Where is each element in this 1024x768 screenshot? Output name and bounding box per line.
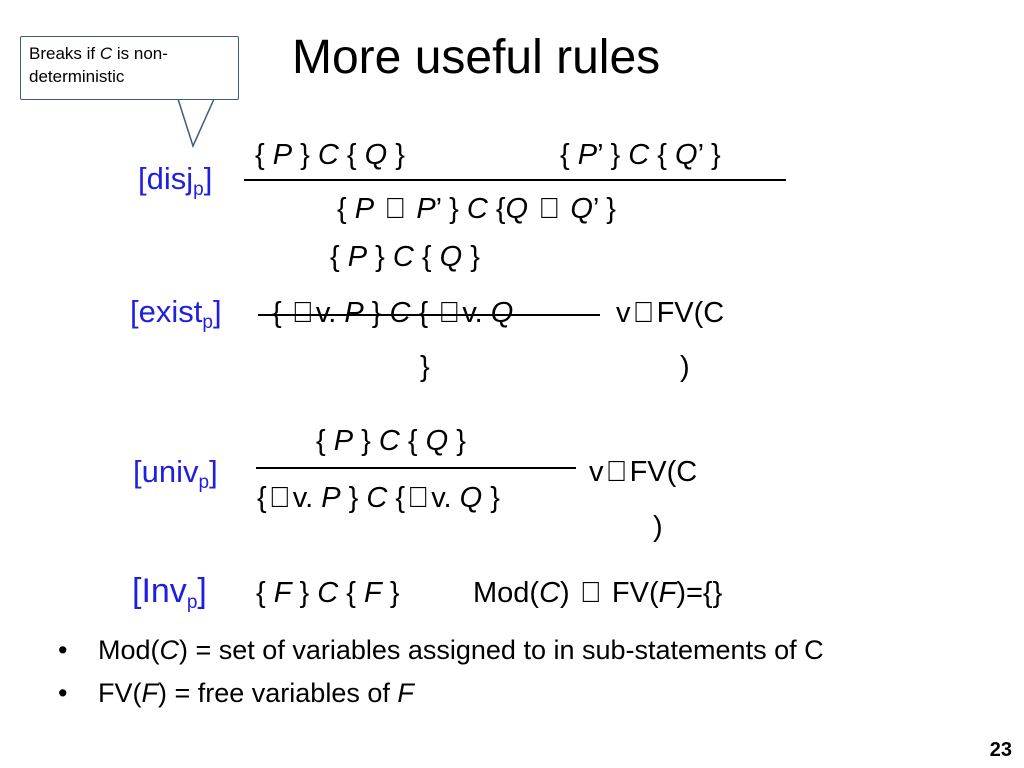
bullet-mod: • Mod(C) = set of variables assigned to i… xyxy=(58,633,824,667)
rule-univ-side-condition: vFV(C xyxy=(589,456,698,488)
bullet-dot: • xyxy=(58,635,68,665)
rule-exist-premise: { P } C { Q } xyxy=(330,241,480,273)
bullet-fv-text: FV(F) = free variables of F xyxy=(98,678,414,708)
rule-univ-conclusion: {v. P } C {v. Q } xyxy=(257,482,500,514)
rule-univ-inference-bar xyxy=(256,467,576,469)
bullet-dot: • xyxy=(58,678,68,708)
rule-exist-side-condition-paren: ) xyxy=(680,351,690,383)
rule-exist-side-condition: vFV(C xyxy=(616,297,725,329)
rule-exist-conclusion: { v. P } C { v. Q xyxy=(272,297,514,329)
rule-univ-side-condition-paren: ) xyxy=(653,511,663,543)
bullet-mod-text: Mod(C) = set of variables assigned to in… xyxy=(98,635,824,665)
slide-title: More useful rules xyxy=(292,31,661,84)
callout-note: Breaks if C is non-deterministic xyxy=(20,36,239,100)
rule-exist-name: [existp] xyxy=(130,294,222,334)
rule-disj-premise-2: { P’ } C { Q’ } xyxy=(560,139,721,171)
rule-disj-name: [disjp] xyxy=(138,161,213,201)
callout-text: Breaks if C is non-deterministic xyxy=(29,44,168,86)
rule-exist-conclusion-brace: } xyxy=(420,351,430,383)
rule-univ-name: [univp] xyxy=(133,454,218,494)
rule-disj-premise-1: { P } C { Q } xyxy=(255,139,405,171)
rule-inv-name: [Invp] xyxy=(132,572,207,613)
rule-inv-triple: { F } C { F } xyxy=(256,577,400,609)
bullet-fv: • FV(F) = free variables of F xyxy=(58,676,414,710)
rule-disj-conclusion: { P  P’ } C {Q  Q’ } xyxy=(337,193,616,225)
rule-exist-inference-bar xyxy=(258,314,600,316)
rule-inv-side-condition: Mod(C)  FV(F)={} xyxy=(473,577,723,609)
rule-univ-premise: { P } C { Q } xyxy=(316,425,466,457)
page-number: 23 xyxy=(989,739,1012,761)
rule-disj-inference-bar xyxy=(244,179,786,181)
